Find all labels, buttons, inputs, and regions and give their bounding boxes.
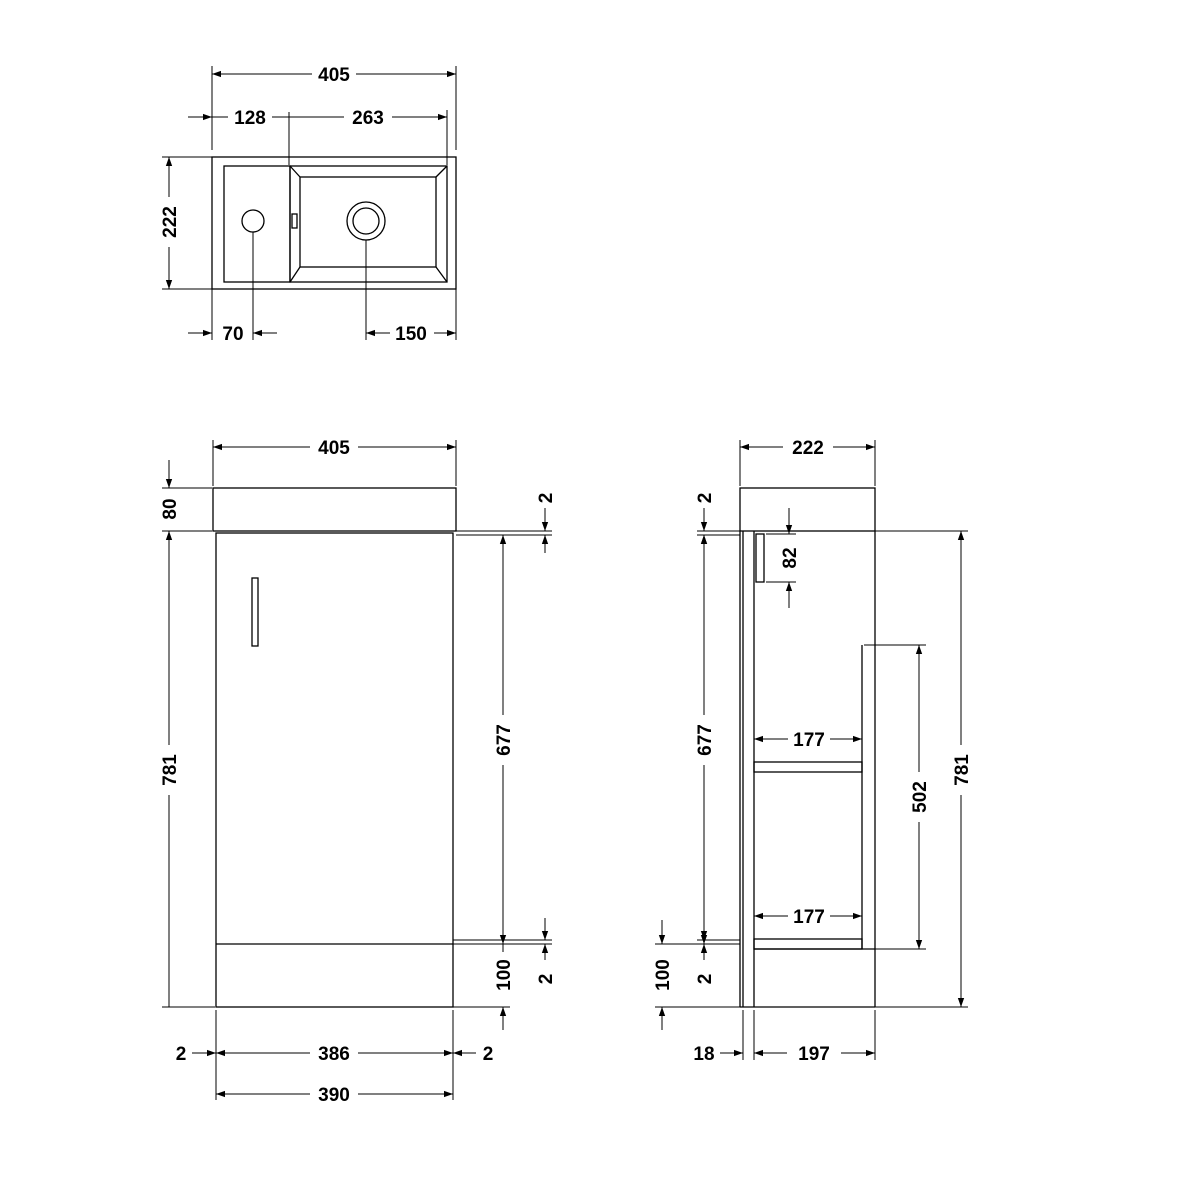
plan-bowl-width-label: 263 xyxy=(352,108,384,129)
side-bottom-gap-label: 2 xyxy=(695,974,716,985)
basin-bowl-inner xyxy=(299,176,437,268)
side-basin-outline xyxy=(739,487,876,532)
plan-basin-left-offset-label: 128 xyxy=(234,108,266,129)
front-bottom-gap-label: 2 xyxy=(536,974,557,985)
front-door-height-label: 677 xyxy=(494,724,515,756)
side-lower-shelf-depth-label: 177 xyxy=(793,907,825,928)
side-door-handle xyxy=(755,533,765,583)
basin-bowl-outer xyxy=(289,165,448,283)
side-view: 222 2 82 677 2 100 177 xyxy=(653,438,973,1065)
front-basin-outline xyxy=(212,487,457,532)
front-door-width-label: 386 xyxy=(318,1044,350,1065)
basin-top-outline xyxy=(211,156,457,290)
side-plinth-height-label: 100 xyxy=(653,959,674,991)
side-overall-depth-label: 222 xyxy=(792,438,824,459)
front-top-gap-label: 2 xyxy=(536,493,557,504)
front-plinth-height-label: 100 xyxy=(494,959,515,991)
side-door-height-label: 677 xyxy=(695,724,716,756)
front-door-handle xyxy=(251,577,259,647)
front-carcass-outline xyxy=(215,532,454,1008)
lower-shelf xyxy=(753,938,863,950)
tap-hole-icon xyxy=(241,209,265,233)
side-internal-height-label: 502 xyxy=(910,781,931,813)
waste-inner-icon xyxy=(352,207,380,235)
front-overall-width-label: 405 xyxy=(318,438,350,459)
plan-depth-label: 222 xyxy=(160,206,181,238)
plan-tap-hole-offset-label: 70 xyxy=(222,324,243,345)
front-left-gap-label: 2 xyxy=(176,1044,187,1065)
side-unit-height-label: 781 xyxy=(952,754,973,786)
front-right-gap-label: 2 xyxy=(483,1044,494,1065)
front-view: 405 80 781 2 677 2 100 xyxy=(160,438,557,1106)
plan-view: 405 128 263 222 70 150 xyxy=(160,65,457,345)
front-basin-height-label: 80 xyxy=(160,498,181,519)
front-unit-height-label: 781 xyxy=(160,754,181,786)
plan-waste-offset-label: 150 xyxy=(395,324,427,345)
front-carcass-width-label: 390 xyxy=(318,1085,350,1106)
upper-shelf xyxy=(753,761,863,773)
side-handle-length-label: 82 xyxy=(780,547,801,568)
side-door-thickness-label: 18 xyxy=(693,1044,714,1065)
side-upper-shelf-depth-label: 177 xyxy=(793,730,825,751)
tap-deck-outline xyxy=(223,165,291,283)
side-carcass-depth-label: 197 xyxy=(798,1044,830,1065)
plan-overall-width-label: 405 xyxy=(318,65,350,86)
side-top-gap-label: 2 xyxy=(695,493,716,504)
overflow-icon xyxy=(291,213,298,229)
